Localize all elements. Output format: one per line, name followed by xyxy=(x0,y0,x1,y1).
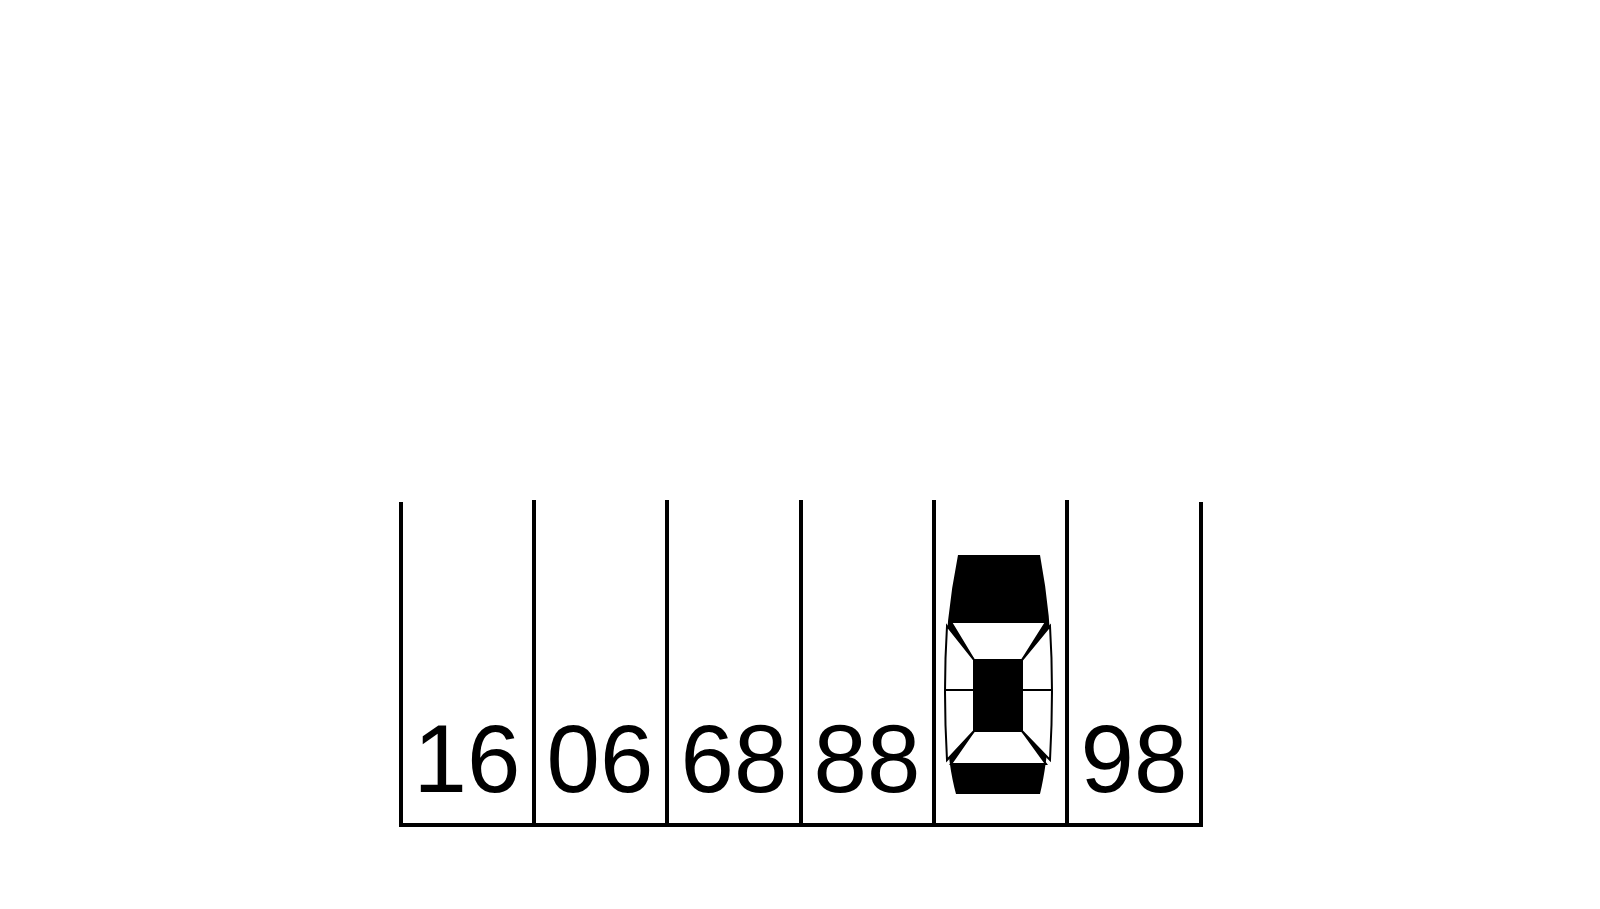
bay-number: 16 xyxy=(414,711,521,807)
bay-number: 88 xyxy=(814,711,921,807)
bay-number: 98 xyxy=(1081,711,1188,807)
parking-bays xyxy=(399,500,1203,826)
bay-number: 68 xyxy=(681,711,788,807)
bay-number: 06 xyxy=(547,711,654,807)
car-symbol xyxy=(945,555,1052,794)
